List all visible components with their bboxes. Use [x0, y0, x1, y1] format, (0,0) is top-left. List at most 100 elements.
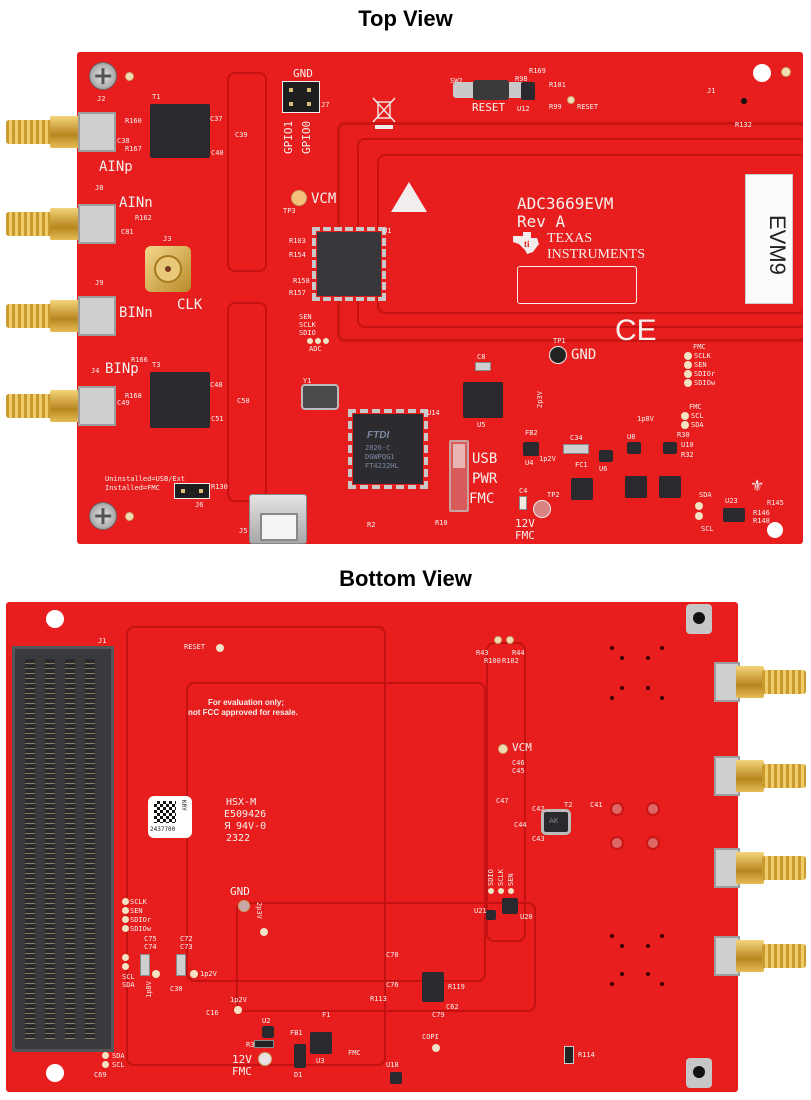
label-gnd-bottom: GND: [230, 885, 250, 898]
test-point-2p3v[interactable]: [260, 928, 268, 936]
test-point-fmc-sda[interactable]: [681, 421, 689, 429]
chip-u8: [627, 442, 641, 454]
test-point-reset-bottom[interactable]: [216, 644, 224, 652]
ref-u12: U12: [517, 105, 530, 113]
chip-u3: [310, 1032, 332, 1054]
sma-vertical-clk[interactable]: [145, 246, 191, 292]
via-pad: [781, 67, 791, 77]
ref-r133: R148: [753, 517, 770, 525]
test-point-adc-sdio[interactable]: [323, 338, 329, 344]
test-point-sclk-bottom[interactable]: [122, 898, 129, 905]
via: [610, 982, 614, 986]
test-point-12v-bottom[interactable]: [258, 1052, 272, 1066]
silkscreen-label-box: [517, 266, 637, 304]
label-right-sda: SDA: [699, 491, 712, 499]
test-point-sdio-mid[interactable]: [488, 888, 494, 894]
ref-c62: C62: [446, 1003, 459, 1011]
label-fmc-sdior: SDIOr: [694, 370, 716, 378]
test-point-sda-bottom[interactable]: [102, 1052, 109, 1059]
ti-brand-line2: INSTRUMENTS: [547, 247, 646, 262]
ref-c70: C70: [386, 951, 399, 959]
ref-c39: C39: [235, 131, 248, 139]
label-clk: CLK: [177, 297, 203, 313]
test-point-sdiow-bottom[interactable]: [122, 925, 129, 932]
ref-c23: R30: [677, 431, 690, 439]
test-point-1p2v-b[interactable]: [234, 1006, 242, 1014]
chip-u18: [390, 1072, 402, 1084]
sma-connector-binp[interactable]: [6, 386, 116, 426]
ref-c74: C74: [144, 943, 157, 951]
test-point-vcm[interactable]: [291, 190, 307, 206]
ref-t2: T2: [564, 801, 573, 809]
test-point-fmc-sdiow[interactable]: [684, 379, 692, 387]
ref-fb2: FB2: [525, 429, 538, 437]
test-point-sdior-bottom[interactable]: [122, 916, 129, 923]
test-point-gnd[interactable]: [549, 346, 567, 364]
test-point-fmc-sclk[interactable]: [684, 352, 692, 360]
sma-connector-bottom-2[interactable]: [714, 756, 806, 796]
ref-u6: U6: [599, 465, 608, 473]
crystal-y1: [301, 384, 339, 410]
ref-r157: R157: [289, 289, 306, 297]
trace: [126, 626, 386, 1066]
via: [646, 686, 650, 690]
ftdi-marking-4: FT4232HL: [365, 462, 399, 470]
test-point-sclk-mid[interactable]: [498, 888, 504, 894]
fmc-connector-j1[interactable]: [12, 646, 114, 1052]
label-usb: USB: [472, 451, 498, 467]
test-point-fmc-sen[interactable]: [684, 361, 692, 369]
via-pad-b: [506, 636, 514, 644]
sma-connector-ainn[interactable]: [6, 204, 116, 244]
label-ainp: AINp: [99, 159, 133, 175]
sma-connector-binn[interactable]: [6, 296, 116, 336]
sma-connector-bottom-4[interactable]: [714, 936, 806, 976]
test-point-scl-bottom[interactable]: [102, 1061, 109, 1068]
ftdi-logo: FTDI: [367, 430, 390, 441]
test-point-adc-sclk[interactable]: [315, 338, 321, 344]
test-point-right-sda[interactable]: [695, 502, 703, 510]
test-point-scl-left[interactable]: [122, 954, 129, 961]
test-point-sen-bottom[interactable]: [122, 907, 129, 914]
test-point-1p8v[interactable]: [152, 970, 160, 978]
filter-fc7: [140, 954, 150, 976]
ref-r101: R101: [549, 81, 566, 89]
power-select-switch[interactable]: [449, 440, 469, 512]
test-point-vcm-bottom[interactable]: [498, 744, 508, 754]
test-point-sda-left[interactable]: [122, 963, 129, 970]
label-sda-left: SDA: [122, 981, 135, 989]
sma-connector-bottom-3[interactable]: [714, 848, 806, 888]
test-point-gnd-bottom[interactable]: [238, 900, 250, 912]
trace: [227, 72, 267, 272]
ref-r113: R113: [370, 995, 387, 1003]
ref-r166: R166: [131, 356, 148, 364]
test-point-right-scl[interactable]: [695, 512, 703, 520]
test-point-adc-sen[interactable]: [307, 338, 313, 344]
label-adc-sen: SEN: [299, 313, 312, 321]
via-pad: [125, 72, 134, 81]
via-pad: [125, 512, 134, 521]
test-point-1p2v-a[interactable]: [190, 970, 198, 978]
sma-connector-ainp[interactable]: [6, 112, 116, 152]
test-point-sen-mid[interactable]: [508, 888, 514, 894]
sma-connector-bottom-1[interactable]: [714, 662, 806, 702]
label-scl-bottom: SCL: [112, 1061, 125, 1069]
label-vcm-bottom: VCM: [512, 741, 532, 754]
ref-c45: C45: [512, 767, 525, 775]
filter-fc1: [563, 444, 589, 454]
label-reset-tp: RESET: [577, 103, 599, 111]
ref-c48: C48: [210, 381, 223, 389]
reset-button[interactable]: [453, 80, 529, 100]
jumper-j7[interactable]: [282, 81, 320, 113]
ref-c81: C81: [121, 228, 134, 236]
test-point-12v[interactable]: [533, 500, 551, 518]
usb-mini-connector[interactable]: [249, 494, 307, 544]
test-point-reset[interactable]: [567, 96, 575, 104]
ref-c42: C42: [532, 805, 545, 813]
test-point-fmc-sdior[interactable]: [684, 370, 692, 378]
ref-j5: J5: [239, 527, 248, 535]
ref-j1-top: J1: [707, 87, 716, 95]
test-point-fmc-scl[interactable]: [681, 412, 689, 420]
test-point-copi[interactable]: [432, 1044, 440, 1052]
via: [610, 696, 614, 700]
jumper-j6[interactable]: [174, 483, 210, 499]
